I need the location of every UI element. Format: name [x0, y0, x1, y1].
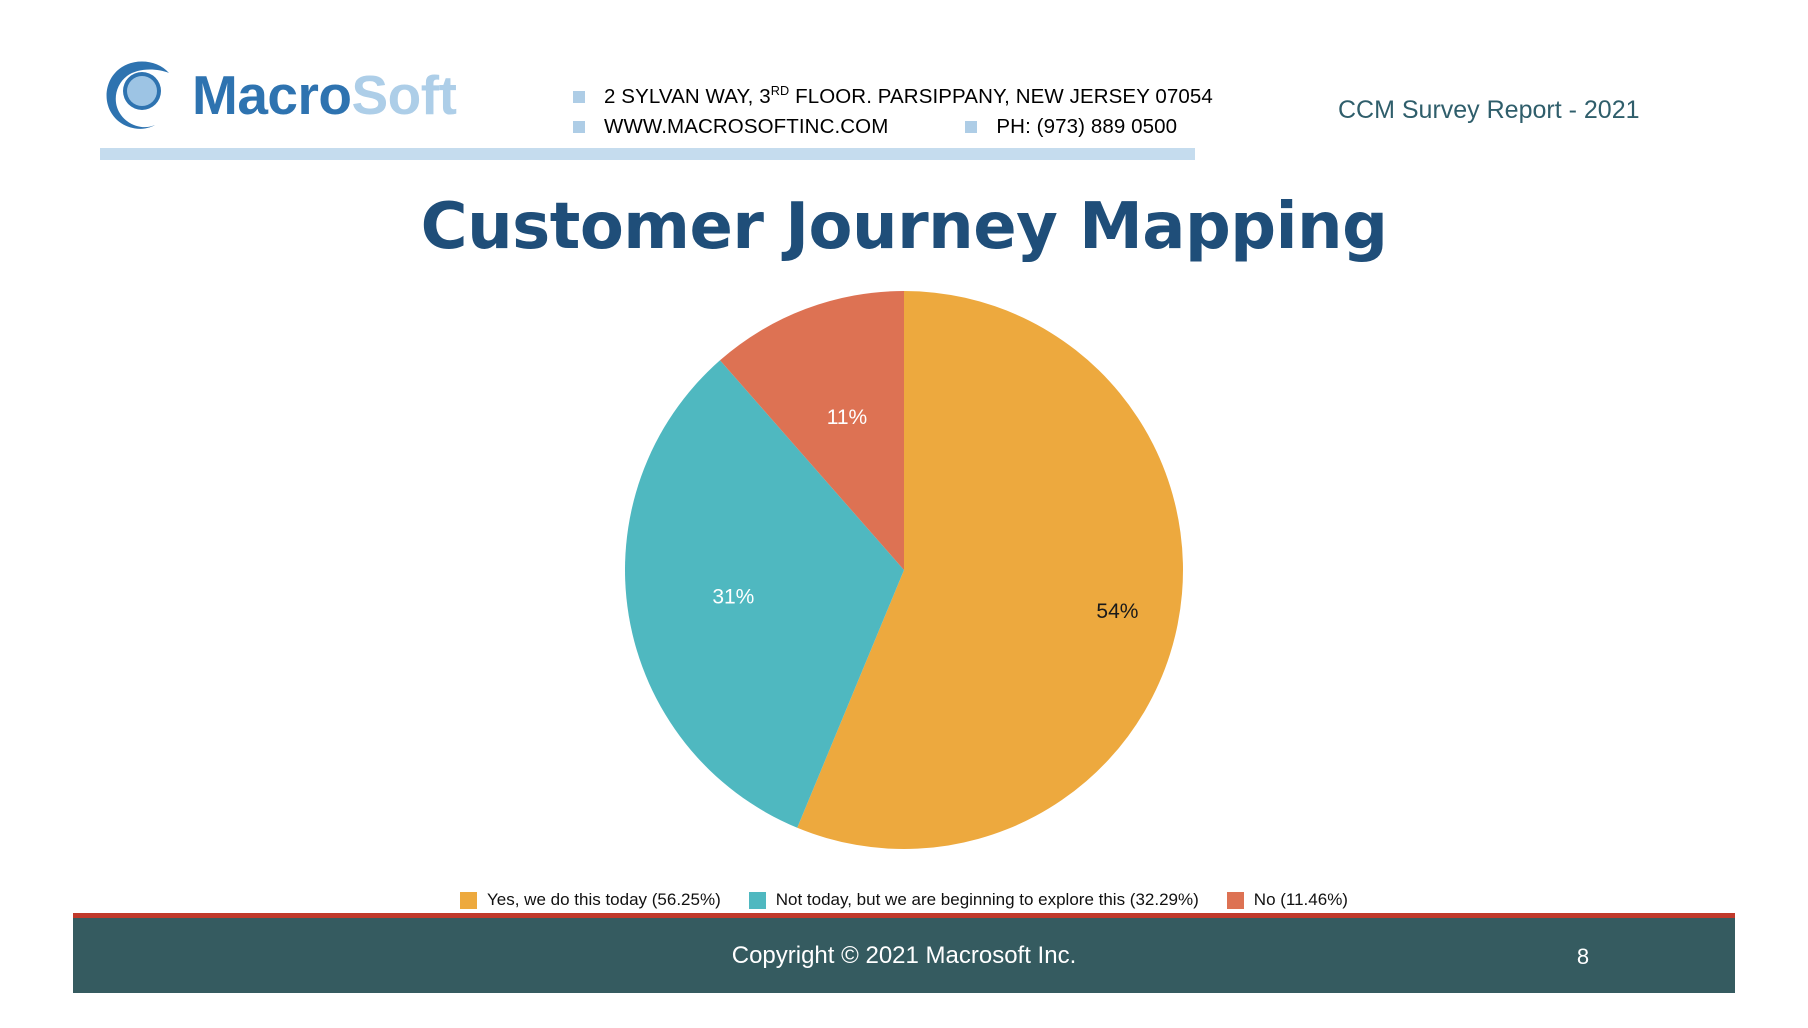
- legend-label: No (11.46%): [1253, 890, 1348, 909]
- pie-chart: 54% 31% 11%: [624, 290, 1184, 850]
- swirl-circle-logo-icon: [100, 58, 178, 136]
- address-part-1: 2 SYLVAN WAY, 3: [604, 85, 771, 108]
- logo-word-soft: Soft: [351, 64, 457, 126]
- address-part-2: FLOOR. PARSIPPANY, NEW JERSEY 07054: [789, 85, 1213, 108]
- pie-slice-label: 11%: [827, 406, 867, 429]
- bullet-square-icon: [573, 91, 585, 103]
- report-tag: CCM Survey Report - 2021: [1338, 96, 1640, 124]
- copyright-text: Copyright © 2021 Macrosoft Inc.: [731, 942, 1077, 969]
- slide-footer: Copyright © 2021 Macrosoft Inc. 8: [73, 918, 1735, 993]
- footer-accent-line: [73, 913, 1735, 918]
- chart-legend: Yes, we do this today (56.25%) Not today,…: [0, 890, 1808, 910]
- pie-slice-label: 54%: [1096, 600, 1138, 623]
- legend-swatch-icon: [748, 891, 766, 909]
- contact-phone: PH: (973) 889 0500: [996, 115, 1178, 138]
- page-number: 8: [1576, 944, 1590, 969]
- contact-website[interactable]: WWW.MACROSOFTINC.COM: [604, 115, 889, 138]
- contact-web-phone-row: WWW.MACROSOFTINC.COM PH: (973) 889 0500: [573, 112, 1213, 142]
- legend-item[interactable]: No (11.46%): [1226, 890, 1348, 910]
- bullet-square-icon: [965, 121, 978, 133]
- company-logo: MacroSoft: [100, 58, 500, 138]
- pie-slice[interactable]: [720, 291, 904, 570]
- legend-label: Yes, we do this today (56.25%): [487, 890, 721, 909]
- pie-slice[interactable]: [624, 360, 904, 828]
- contact-address-row: 2 SYLVAN WAY, 3RD FLOOR. PARSIPPANY, NEW…: [573, 82, 1213, 112]
- logo-word-macro: Macro: [192, 64, 352, 126]
- address-ordinal: RD: [770, 83, 790, 99]
- legend-label: Not today, but we are beginning to explo…: [775, 890, 1199, 909]
- legend-swatch-icon: [460, 891, 477, 909]
- pie-slice[interactable]: [797, 291, 1183, 849]
- page-title: Customer Journey Mapping: [420, 190, 1388, 264]
- pie-chart-svg: 54% 31% 11%: [624, 291, 1183, 849]
- logo-wordmark: MacroSoft: [192, 62, 457, 128]
- contact-address: 2 SYLVAN WAY, 3RD FLOOR. PARSIPPANY, NEW…: [604, 83, 1213, 109]
- slide-header: MacroSoft 2 SYLVAN WAY, 3RD FLOOR. PARSI…: [0, 0, 1808, 172]
- legend-item[interactable]: Not today, but we are beginning to explo…: [748, 890, 1199, 910]
- legend-item[interactable]: Yes, we do this today (56.25%): [460, 890, 721, 910]
- bullet-square-icon: [573, 121, 585, 133]
- legend-swatch-icon: [1226, 891, 1244, 909]
- contact-info: 2 SYLVAN WAY, 3RD FLOOR. PARSIPPANY, NEW…: [573, 82, 1213, 142]
- chart-container: 54% 31% 11%: [0, 290, 1808, 860]
- header-divider: [100, 148, 1195, 160]
- pie-slice-label: 31%: [712, 586, 754, 609]
